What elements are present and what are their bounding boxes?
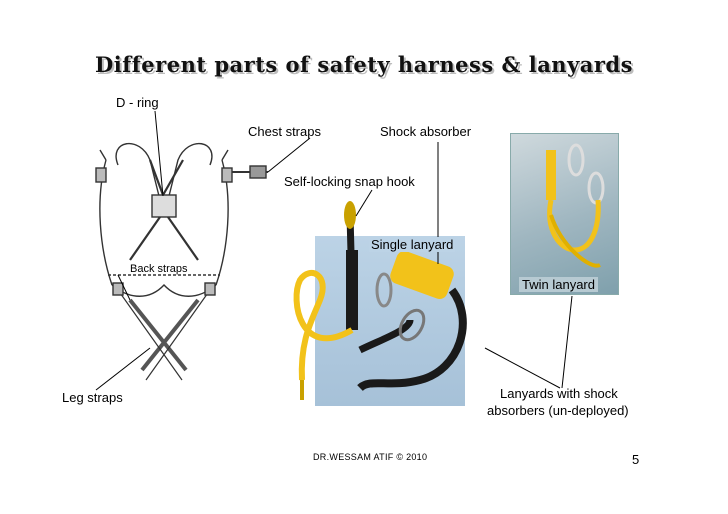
slide-title-text: Different parts of safety harness & lany…	[95, 52, 633, 77]
chest-straps-leader	[267, 137, 311, 173]
page-number: 5	[632, 452, 640, 467]
label-twin-lanyard: Twin lanyard	[519, 277, 598, 292]
label-shock-absorber: Shock absorber	[380, 124, 472, 139]
label-chest-straps: Chest straps	[248, 124, 321, 139]
leg-straps-leader	[95, 347, 151, 391]
lanyards-leader-left	[484, 347, 561, 389]
label-leg-straps: Leg straps	[62, 390, 123, 405]
twin-lanyard-photo	[510, 133, 619, 295]
lanyards-leader-right	[561, 295, 573, 389]
snap-hook-leader	[355, 189, 373, 217]
label-d-ring: D - ring	[116, 95, 159, 110]
footer-credit: DR.WESSAM ATIF © 2010	[313, 452, 428, 462]
back-straps-leader	[117, 274, 131, 301]
slide-title-shadow: Different parts of safety harness & lany…	[97, 54, 635, 79]
label-single-lanyard: Single lanyard	[369, 237, 456, 252]
harness-illustration	[95, 143, 268, 381]
slide-title: Different parts of safety harness & lany…	[0, 52, 728, 79]
d-ring-leader	[154, 110, 164, 197]
twin-lanyard-drawing	[546, 143, 605, 268]
label-lanyards-line1: Lanyards with shock	[500, 386, 618, 401]
label-snap-hook: Self-locking snap hook	[284, 174, 415, 189]
label-lanyards-line2: absorbers (un-deployed)	[487, 403, 629, 418]
label-back-straps: Back straps	[130, 263, 188, 275]
